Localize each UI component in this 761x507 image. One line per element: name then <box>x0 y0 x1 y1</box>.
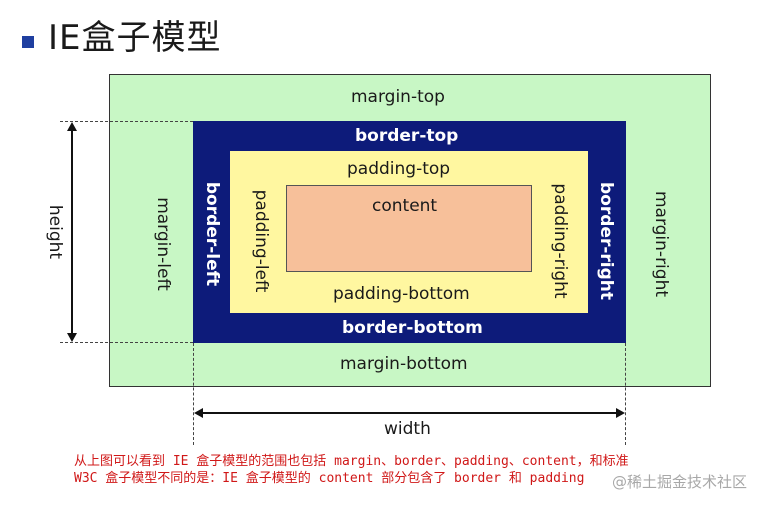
note-line-2: W3C 盒子模型不同的是：IE 盒子模型的 content 部分包含了 bord… <box>74 471 585 486</box>
height-bottom-guide <box>60 342 193 343</box>
padding-bottom-label: padding-bottom <box>333 284 470 304</box>
padding-right-label: padding-right <box>550 183 570 299</box>
border-bottom-label: border-bottom <box>342 318 483 338</box>
content-area <box>286 185 532 272</box>
height-arrow-up <box>67 122 77 131</box>
padding-left-label: padding-left <box>251 189 271 293</box>
watermark: @稀土掘金技术社区 <box>611 473 747 491</box>
height-label: height <box>45 204 65 260</box>
width-right-guide <box>625 343 626 445</box>
margin-bottom-label: margin-bottom <box>340 354 468 374</box>
note-line-1: 从上图可以看到 IE 盒子模型的范围也包括 margin、border、padd… <box>74 454 629 469</box>
width-left-guide <box>193 343 194 445</box>
border-right-label: border-right <box>596 182 616 300</box>
height-top-guide <box>60 121 193 122</box>
border-top-label: border-top <box>355 126 459 146</box>
height-arrow-down <box>67 333 77 342</box>
height-line <box>71 126 73 338</box>
page-title: IE盒子模型 <box>48 18 222 58</box>
width-line <box>197 412 621 414</box>
title-bullet <box>22 36 34 48</box>
width-label: width <box>384 419 431 439</box>
width-arrow-left <box>194 408 203 418</box>
padding-top-label: padding-top <box>347 159 451 179</box>
margin-top-label: margin-top <box>351 87 445 107</box>
border-left-label: border-left <box>202 181 222 287</box>
width-arrow-right <box>616 408 625 418</box>
margin-left-label: margin-left <box>153 197 173 291</box>
margin-right-label: margin-right <box>651 190 671 298</box>
content-label: content <box>372 196 438 216</box>
